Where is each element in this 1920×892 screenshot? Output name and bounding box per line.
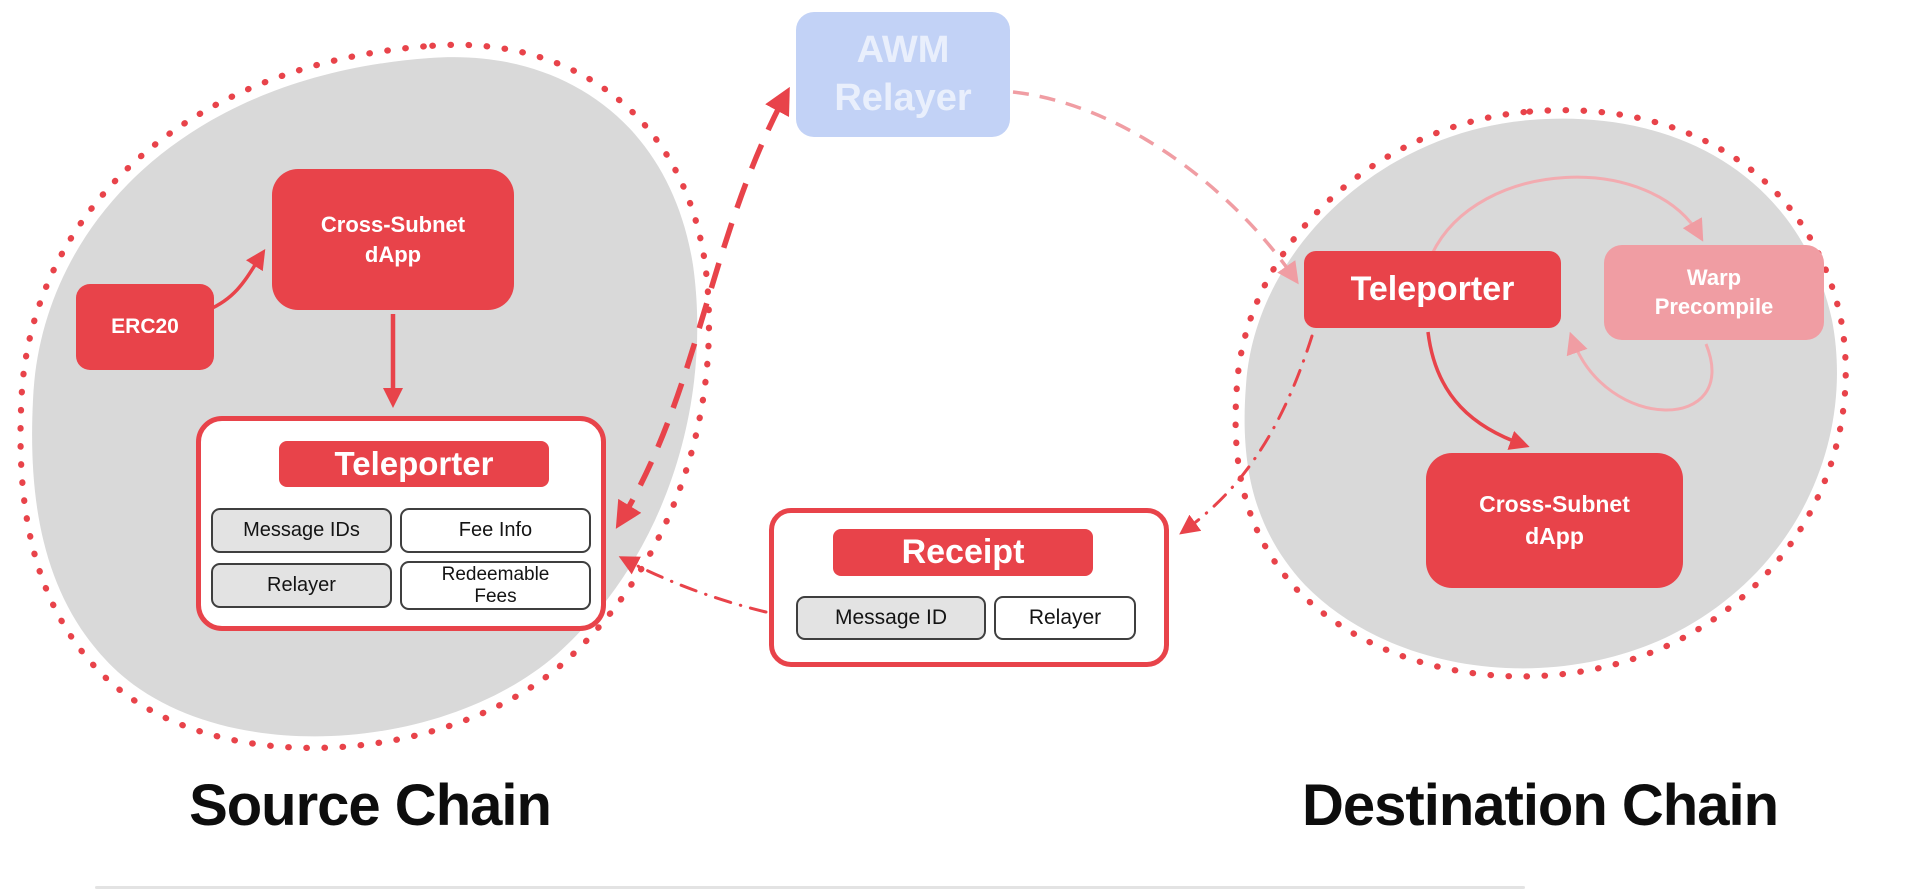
dest-teleporter-label: Teleporter [1350,270,1515,308]
cell-message-ids: Message IDs [211,508,392,553]
cell-redeemable-fees-label: Redeemable Fees [441,563,550,607]
arrow-dest-teleporter-to-dapp [1426,331,1530,450]
awm-relayer-label: AWM Relayer [834,29,972,119]
cell-fee-info: Fee Info [400,508,591,553]
receipt-cell-message-id: Message ID [796,596,986,640]
arrow-receipt-to-source-teleporter [618,556,768,614]
cell-relayer-label: Relayer [267,574,336,596]
arrow-warp-precompile-to-teleporter [1566,331,1714,412]
source-chain-label-text: Source Chain [189,773,552,838]
destination-chain-label-text: Destination Chain [1301,773,1779,838]
receipt-title-badge: Receipt [833,529,1093,576]
source-cross-subnet-dapp-box: Cross-Subnet dApp [272,169,514,310]
receipt-cell-message-id-label: Message ID [834,606,948,629]
erc20-label: ERC20 [111,315,179,338]
destination-chain-dotted-border [1232,107,1849,680]
warp-precompile-box: Warp Precompile [1604,245,1824,340]
arrow-destination-to-receipt [1179,334,1314,535]
dest-dapp-label: Cross-Subnet dApp [1479,491,1630,549]
arrow-source-teleporter-to-awm-relayer [615,86,790,529]
cell-relayer: Relayer [211,563,392,608]
cell-redeemable-fees: Redeemable Fees [400,561,591,610]
arrow-awm-relayer-to-dest-teleporter [1012,90,1299,285]
receipt-cell-relayer-label: Relayer [1028,606,1102,629]
source-teleporter-title: Teleporter [334,445,494,482]
arrow-teleporter-to-warp-precompile [1430,175,1704,255]
source-dapp-label: Cross-Subnet dApp [320,211,466,267]
dest-cross-subnet-dapp-box: Cross-Subnet dApp [1426,453,1683,588]
source-teleporter-panel: Teleporter Message IDs Fee Info Relayer … [196,416,606,631]
receipt-title: Receipt [901,533,1025,571]
source-teleporter-title-badge: Teleporter [279,441,549,487]
cell-fee-info-label: Fee Info [458,519,533,541]
cell-message-ids-label: Message IDs [243,519,360,541]
receipt-panel: Receipt Message ID Relayer [769,508,1169,667]
awm-relayer-box: AWM Relayer [796,12,1010,137]
erc20-box: ERC20 [76,284,214,370]
source-chain-label: Source Chain [110,772,630,839]
bottom-divider [95,886,1525,889]
source-chain-blob [32,57,698,737]
arrow-erc20-to-dapp [207,248,266,312]
warp-precompile-label: Warp Precompile [1654,264,1774,319]
receipt-cell-relayer: Relayer [994,596,1136,640]
dest-teleporter-box: Teleporter [1304,251,1561,328]
destination-chain-label: Destination Chain [1230,772,1850,839]
